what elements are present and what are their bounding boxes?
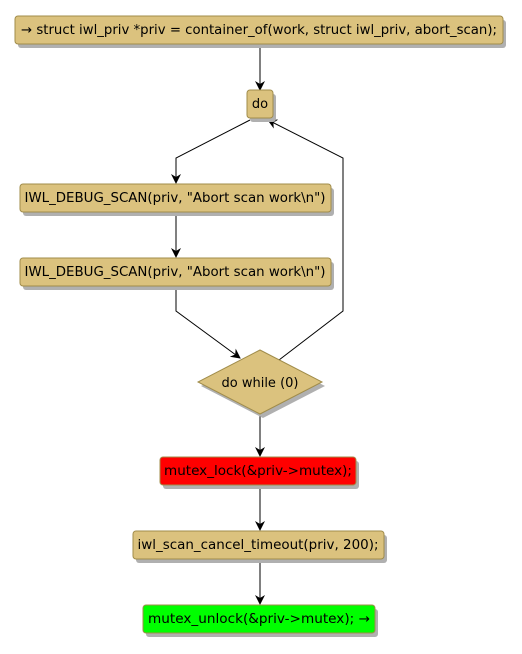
node-do-label: do — [252, 97, 268, 112]
node-debug-scan-2: IWL_DEBUG_SCAN(priv, "Abort scan work\n"… — [19, 257, 334, 290]
edge-debug2-to-while — [175, 287, 241, 359]
edge-do-to-debug1 — [171, 119, 251, 184]
edges-group — [171, 46, 344, 605]
node-mutex-unlock-label: mutex_unlock(&priv->mutex); → — [148, 612, 370, 627]
node-debug-scan-1-label: IWL_DEBUG_SCAN(priv, "Abort scan work\n"… — [25, 191, 326, 206]
node-debug-scan-1: IWL_DEBUG_SCAN(priv, "Abort scan work\n"… — [19, 183, 334, 216]
node-do-box — [246, 89, 274, 119]
node-start-label: → struct iwl_priv *priv = container_of(w… — [21, 23, 497, 38]
node-do-while-diamond — [196, 349, 324, 415]
node-scan-cancel-timeout-label: iwl_scan_cancel_timeout(priv, 200); — [138, 538, 379, 553]
node-do-while: do while (0) — [196, 349, 325, 418]
node-scan-cancel-timeout-box — [132, 530, 385, 560]
node-debug-scan-2-box — [19, 257, 332, 287]
node-start-box — [14, 15, 504, 45]
node-mutex-lock-label: mutex_lock(&priv->mutex); — [164, 464, 352, 479]
node-debug-scan-1-box — [19, 183, 332, 213]
node-mutex-unlock-box — [142, 604, 376, 634]
node-mutex-lock-box — [159, 456, 357, 486]
nodes-group: → struct iwl_priv *priv = container_of(w… — [14, 15, 506, 637]
node-mutex-unlock: mutex_unlock(&priv->mutex); → — [142, 604, 378, 637]
node-debug-scan-2-label: IWL_DEBUG_SCAN(priv, "Abort scan work\n"… — [25, 265, 326, 280]
node-scan-cancel-timeout: iwl_scan_cancel_timeout(priv, 200); — [132, 530, 387, 563]
edge-while-loop-back-to-do — [267, 119, 344, 361]
node-do: do — [246, 89, 276, 122]
node-do-while-label: do while (0) — [222, 376, 299, 391]
node-mutex-lock: mutex_lock(&priv->mutex); — [159, 456, 359, 489]
node-start: → struct iwl_priv *priv = container_of(w… — [14, 15, 506, 48]
